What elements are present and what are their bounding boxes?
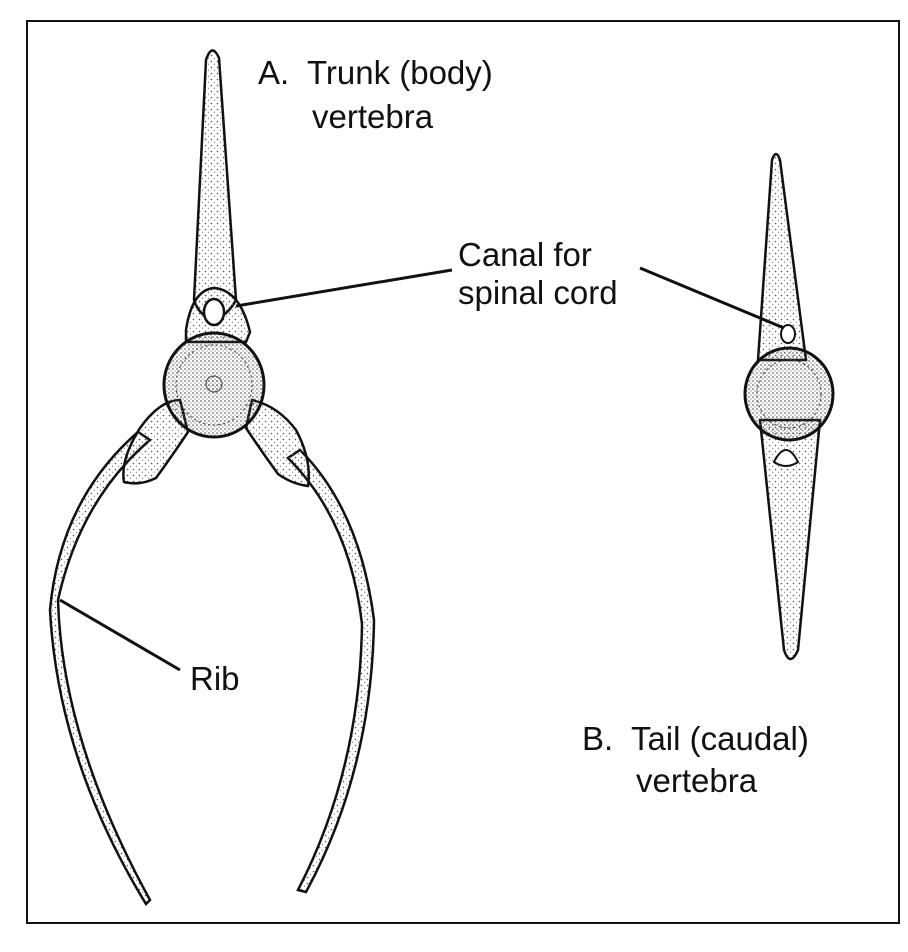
canal-leader-tail bbox=[639, 266, 785, 330]
trunk-rib-right bbox=[286, 448, 376, 894]
tail-label-second-line: vertebra bbox=[636, 762, 757, 800]
trunk-rib-head-right bbox=[244, 398, 310, 488]
canal-leader-trunk bbox=[235, 268, 453, 308]
trunk-neural-spine bbox=[192, 49, 238, 320]
trunk-centrum-face bbox=[175, 344, 253, 426]
tail-vertebra bbox=[743, 152, 835, 661]
canal-label-line2: spinal cord bbox=[458, 274, 618, 311]
tail-centrum bbox=[743, 346, 835, 442]
rib-label: Rib bbox=[190, 660, 240, 698]
figure-border bbox=[26, 20, 900, 924]
trunk-label-second-line: vertebra bbox=[312, 98, 433, 136]
trunk-rib-head-left bbox=[122, 398, 190, 485]
trunk-rib-left bbox=[48, 430, 153, 907]
rib-label-text: Rib bbox=[190, 660, 240, 697]
trunk-label: A. Trunk (body) bbox=[258, 54, 493, 92]
trunk-label-letter: A. bbox=[258, 54, 290, 91]
canal-label-line1: Canal for bbox=[458, 236, 592, 273]
rib-leader bbox=[59, 598, 181, 672]
tail-label-line1: Tail (caudal) bbox=[630, 720, 809, 757]
tail-spinal-canal bbox=[780, 324, 796, 344]
trunk-spinal-canal bbox=[202, 297, 226, 327]
tail-haemal-spine bbox=[758, 418, 822, 661]
trunk-vertebra bbox=[48, 49, 376, 907]
tail-neural-spine bbox=[756, 152, 808, 362]
trunk-label-line1: Trunk (body) bbox=[306, 54, 493, 91]
trunk-label-line2: vertebra bbox=[312, 98, 434, 135]
tail-label-line2: vertebra bbox=[636, 762, 758, 799]
tail-haemal-canal bbox=[772, 449, 800, 467]
tail-label-letter: B. bbox=[582, 720, 614, 757]
tail-label: B. Tail (caudal) bbox=[582, 720, 809, 758]
canal-label: Canal for spinal cord bbox=[458, 236, 618, 312]
